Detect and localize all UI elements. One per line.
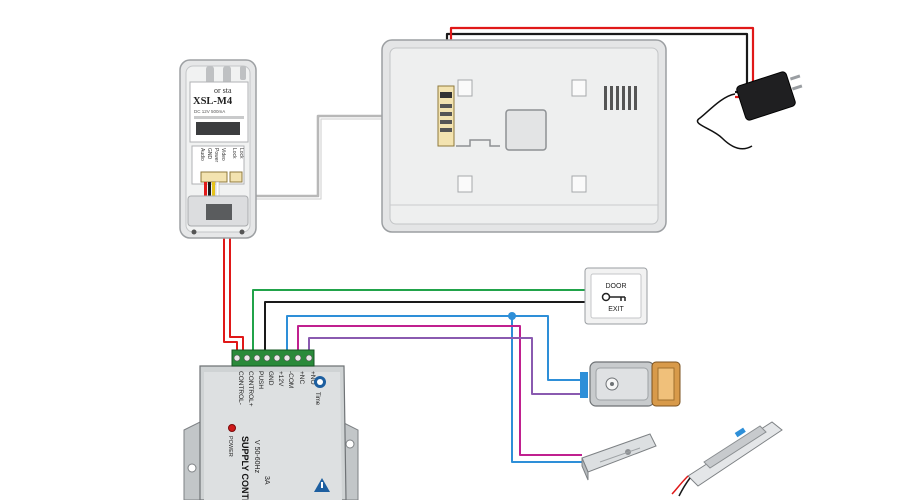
station-tag: or sta [214,86,232,95]
exit-black-wire [264,301,585,352]
psu-time-label: Time [314,392,320,406]
psu-label-com: -COM [287,371,294,388]
psu-label-gnd: GND [267,371,274,386]
com-junction [508,312,516,320]
lock-red-wire-2 [229,206,244,352]
exit-button-line2: EXIT [608,306,624,313]
exit-green-wire [252,289,585,352]
station-monitor-cable [250,114,436,198]
psu-label-control-minus: CONTROL- [237,371,244,405]
exit-button-line1: DOOR [606,283,627,290]
warning-icon [314,478,330,492]
station-terminal-video: Video [220,148,226,161]
psu-label-control-plus: CONTROL+ [247,371,254,407]
no-purple-wire [308,337,582,395]
psu-terminal-block [231,349,315,367]
psu-label-no: +NO [309,371,316,385]
station-terminal-gnd: GND [206,148,212,160]
power-adapter-icon [696,71,803,150]
com-blue-wire [286,315,582,381]
station-sub-line: DC 12V 500mA [194,109,225,114]
power-led [228,424,236,432]
outdoor-station: or sta XSL-M4 DC 12V 500mA Audio GND Pow… [179,59,257,239]
station-lock-connector [229,171,243,183]
station-monitor-cable-inner [250,118,436,200]
magnetic-lock [581,433,657,481]
station-connector [200,171,228,183]
station-model: XSL-M4 [193,96,233,107]
station-terminal-audio: Audio [199,148,205,161]
key-icon [601,292,626,302]
indoor-monitor [381,39,667,233]
drop-bolt-lock [671,421,783,497]
psu-title: SUPPLY CONTROL [240,436,250,500]
psu-label-push: PUSH [257,371,264,389]
psu-terminal-labels: CONTROL- CONTROL+ PUSH GND +12V -COM +NC… [237,371,316,407]
time-dial-icon [314,376,326,388]
station-terminal-power: Power [213,148,219,163]
electric-strike-lock [580,361,681,407]
power-supply-controller: CONTROL- CONTROL+ PUSH GND +12V -COM +NC… [183,349,359,500]
station-terminal-lock-1: Lock [231,148,237,159]
psu-label-nc: +NC [298,371,305,384]
psu-label-12v: +12V [277,371,284,387]
psu-power-label: POWER [227,436,233,457]
monitor-speaker-grille [604,86,637,110]
lock-red-wire-1 [223,206,238,352]
station-terminal-labels: Audio GND Power Video Lock Lock [199,148,244,163]
com-blue-branch [511,316,582,463]
psu-amps-line: 3A [263,476,270,485]
nc-magenta-wire [297,325,582,456]
exit-button: DOOR EXIT [584,267,648,325]
station-terminal-lock-2: Lock [238,148,244,159]
psu-input-line: V 50-60Hz [253,440,260,474]
